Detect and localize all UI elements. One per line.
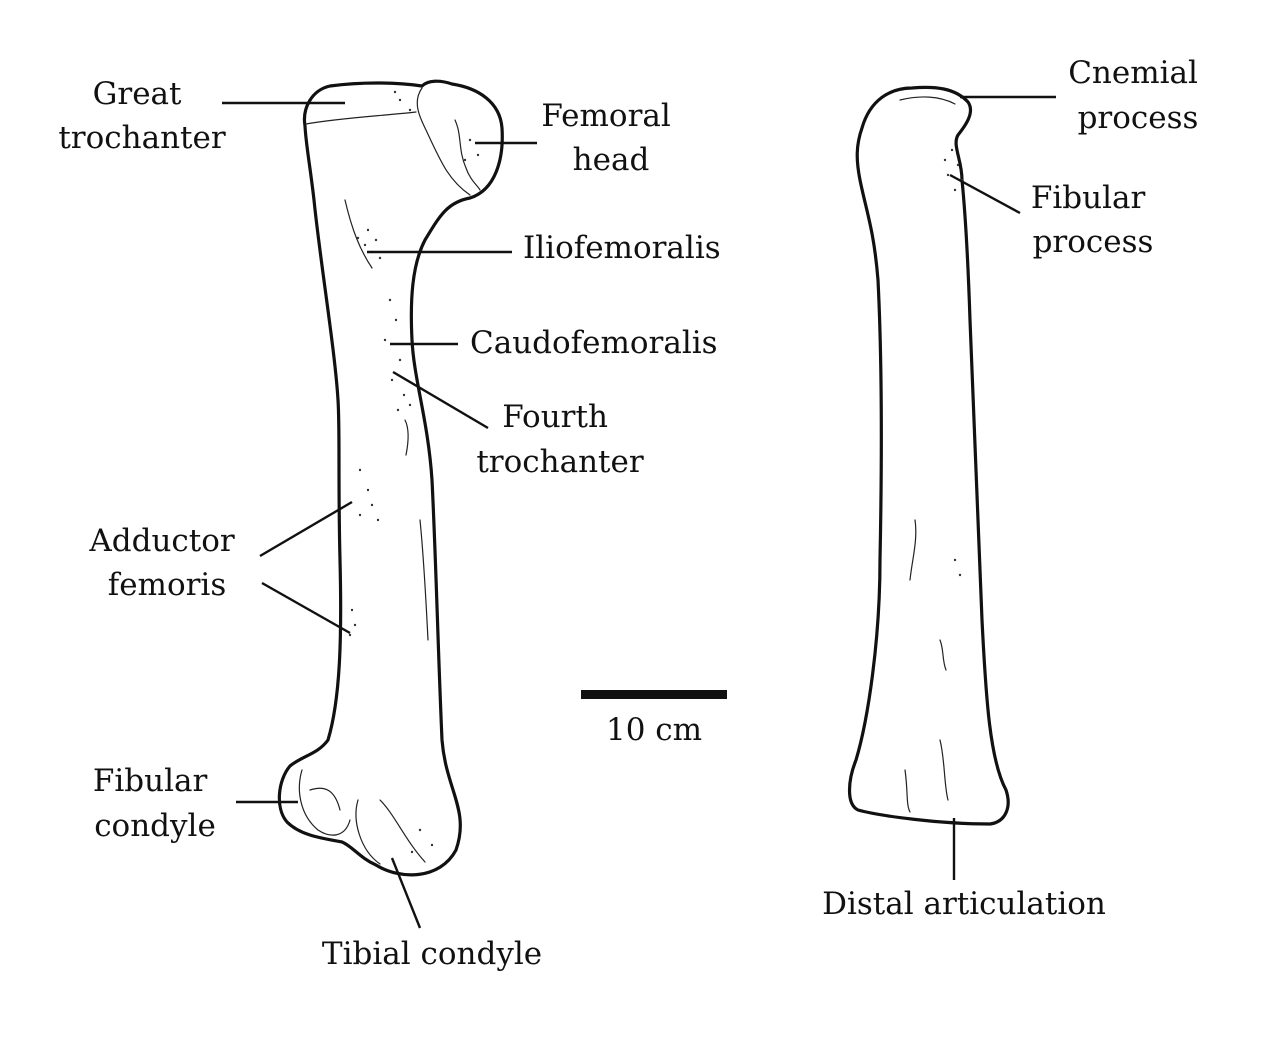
- label-tibial-condyle: Tibial condyle: [322, 936, 542, 972]
- femur-outline: [277, 79, 504, 877]
- leader-lines: [222, 95, 1056, 929]
- label-fibular-process: Fibular process: [1031, 180, 1155, 260]
- leader-fourth-trochanter: [392, 370, 489, 430]
- label-fibular-condyle: Fibular condyle: [93, 763, 217, 844]
- label-iliofemoralis: Iliofemoralis: [523, 230, 721, 266]
- leader-tibial-condyle: [390, 857, 422, 929]
- label-cnemial-process: Cnemial process: [1068, 55, 1208, 136]
- femur-stippling: [348, 90, 480, 854]
- leader-fibular-process: [949, 173, 1021, 215]
- femur: [277, 79, 504, 877]
- label-adductor-femoris: Adductor femoris: [88, 523, 244, 603]
- leader-adductor-2: [261, 581, 351, 635]
- scale-bar-line: [581, 690, 727, 699]
- label-great-trochanter: Great trochanter: [58, 76, 226, 156]
- scale-bar: 10 cm: [581, 690, 727, 748]
- tibia-outline: [847, 85, 1010, 826]
- labels: Great trochanter Femoral head Iliofemora…: [58, 55, 1208, 972]
- label-fourth-trochanter: Fourth trochanter: [476, 399, 644, 480]
- leader-adductor-1: [259, 500, 353, 558]
- label-femoral-head: Femoral head: [541, 98, 680, 178]
- label-distal-articulation: Distal articulation: [822, 886, 1106, 922]
- label-caudofemoralis: Caudofemoralis: [470, 325, 718, 361]
- scale-bar-label: 10 cm: [606, 712, 702, 748]
- tibia: [847, 85, 1010, 826]
